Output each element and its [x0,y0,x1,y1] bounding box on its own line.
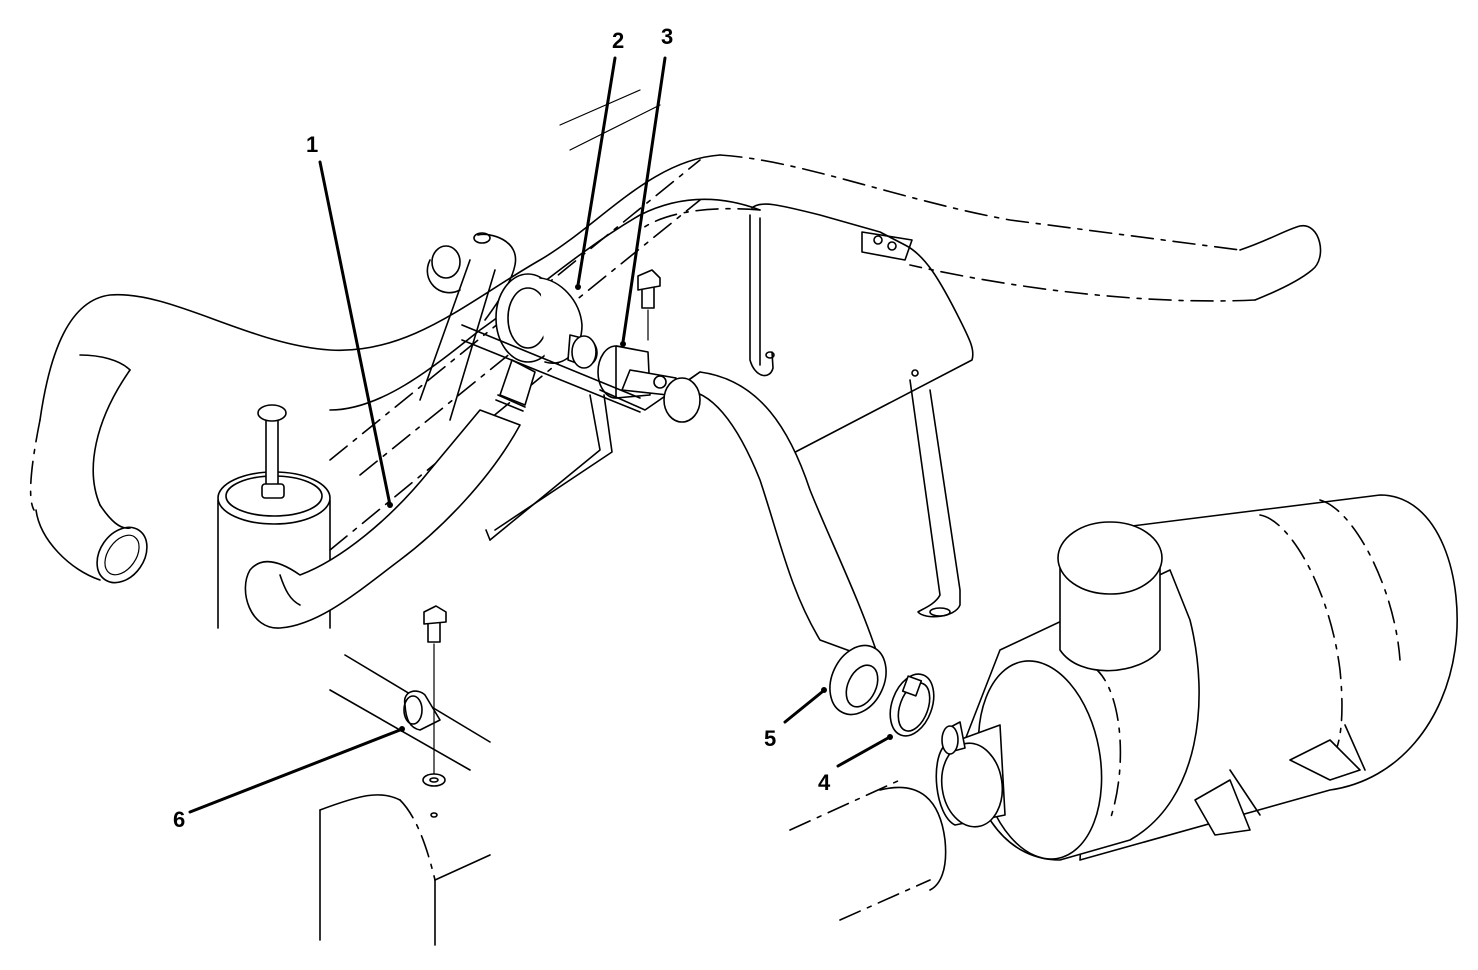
callout-5: 5 [764,726,776,751]
bracket-frame [461,203,974,618]
lower-left-hose [35,504,148,584]
lower-frame [319,654,947,946]
hose-1 [244,409,521,629]
frame-tube-upper [29,154,1322,511]
valve-2 [495,273,598,412]
callout-6: 6 [173,807,185,832]
clamp-6 [403,605,447,818]
air-cleaner [935,494,1458,861]
callout-4: 4 [818,770,831,795]
leader-lines [188,56,893,814]
hose-5 [663,371,887,716]
callout-2: 2 [612,28,624,53]
callout-1: 1 [306,132,318,157]
hose-clamp-4 [889,673,935,737]
clamp-3 [597,269,701,411]
callout-3: 3 [661,24,673,49]
